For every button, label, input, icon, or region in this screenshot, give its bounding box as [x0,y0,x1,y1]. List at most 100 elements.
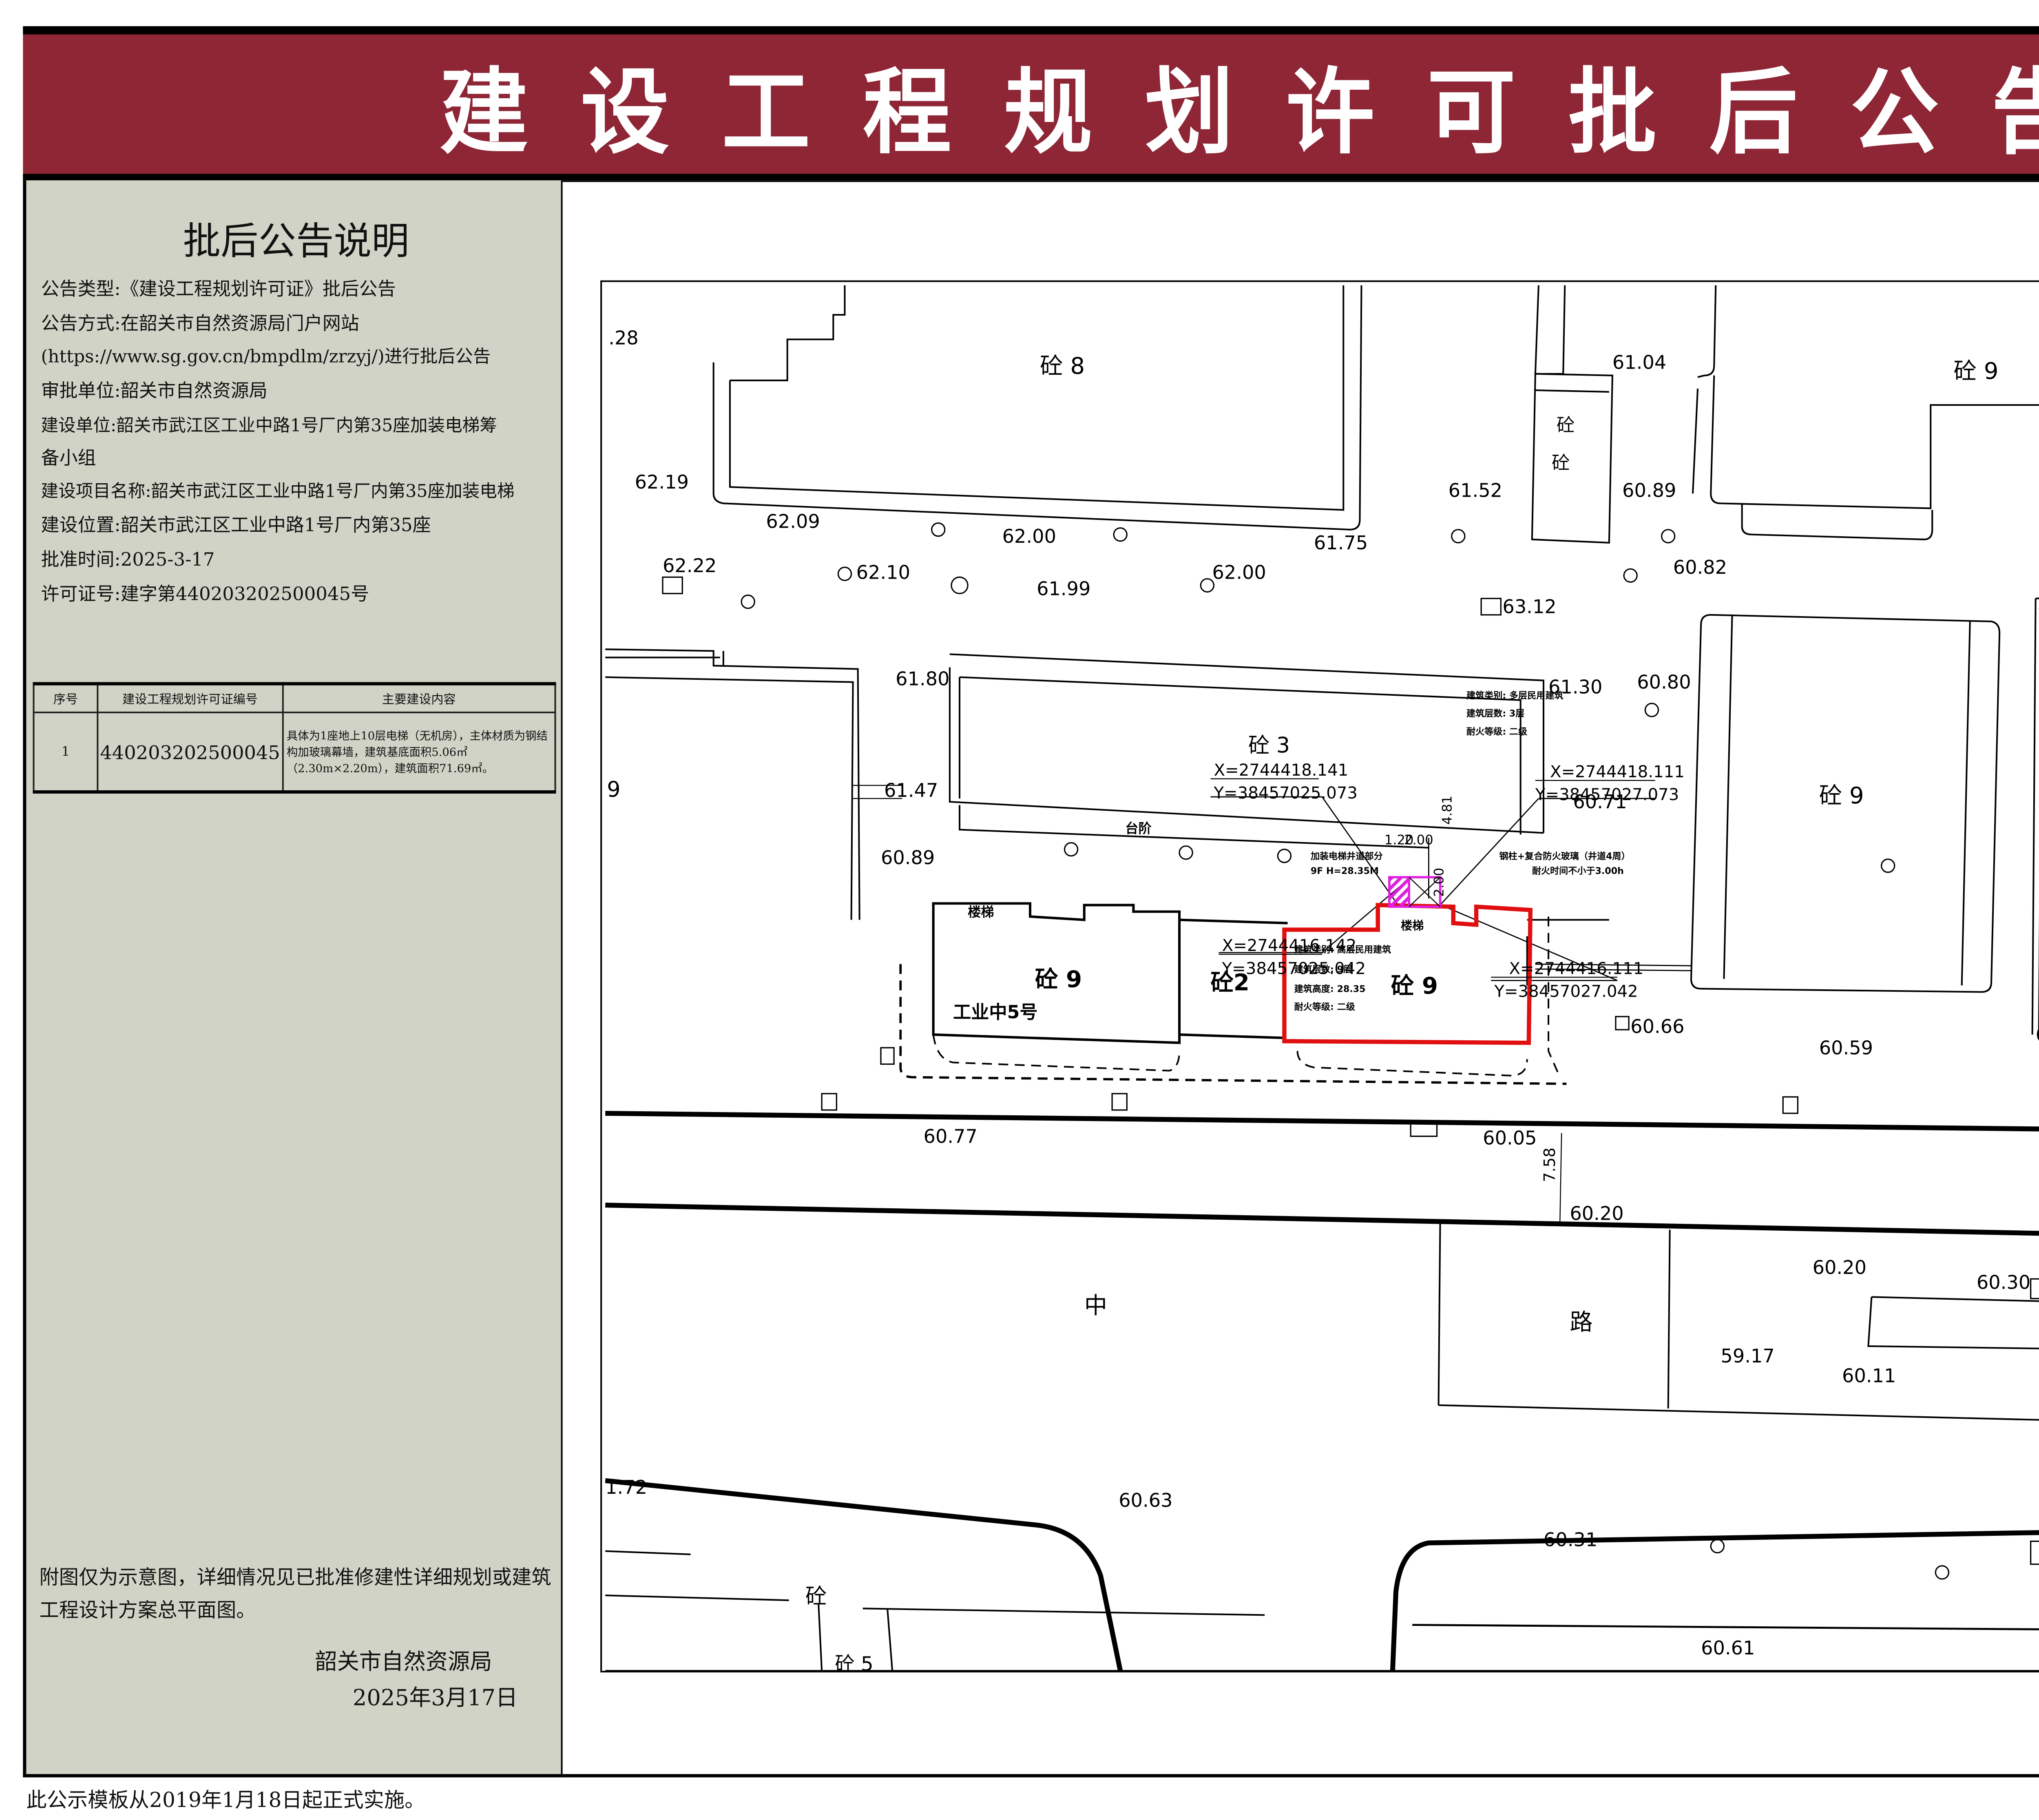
svg-text:Y=38457027.042: Y=38457027.042 [1494,982,1638,1001]
svg-text:建筑高度: 28.35: 建筑高度: 28.35 [1294,984,1366,995]
svg-text:砼 9: 砼 9 [1819,783,1864,809]
svg-text:61.04: 61.04 [1612,352,1666,374]
svg-text:砼: 砼 [1552,453,1570,473]
announcement-url: (https://www.sg.gov.cn/bmpdlm/zrzyj/)进行批… [41,346,491,367]
svg-text:61.99: 61.99 [1037,578,1090,600]
svg-text:Y=38457025.042: Y=38457025.042 [1222,959,1366,978]
site-plan-drawing: 砼 8 砼 9 砼 3 砼 9 砼 9 砼2 砼 9 工业中5号 砼 砼 5 9… [600,280,2039,1673]
svg-text:9F H=28.35M: 9F H=28.35M [1311,866,1379,876]
footer-note: 此公示模板从2019年1月18日起正式实施。 [26,1787,425,1812]
svg-text:61.80: 61.80 [896,668,949,690]
svg-text:60.30: 60.30 [1977,1271,2030,1293]
svg-text:砼: 砼 [805,1584,827,1609]
svg-text:1.72: 1.72 [605,1476,647,1498]
elevator-land-area [1388,876,1410,908]
svg-text:62.00: 62.00 [1212,561,1266,583]
signature-date: 2025年3月17日 [352,1685,518,1712]
svg-text:60.11: 60.11 [1842,1364,1896,1387]
svg-text:60.20: 60.20 [1570,1202,1623,1224]
svg-text:60.80: 60.80 [1637,671,1691,693]
svg-text:60.63: 60.63 [1119,1489,1172,1511]
title-bar: 建设工程规划许可批后公告 [23,26,2039,181]
svg-text:60.59: 60.59 [1819,1037,1873,1059]
announcement-method: 公告方式:在韶关市自然资源局门户网站 [41,313,359,335]
announcement-type: 公告类型:《建设工程规划许可证》批后公告 [41,279,396,300]
svg-text:2.00: 2.00 [1431,868,1447,897]
cell-content: 具体为1座地上10层电梯（无机房），主体材质为钢结构加玻璃幕墙，建筑基底面积5.… [281,712,556,793]
permit-table: 序号 建设工程规划许可证编号 主要建设内容 1 440203202500045 … [33,682,556,794]
svg-text:60.71: 60.71 [1573,791,1627,813]
svg-text:建筑类别: 高层民用建筑: 建筑类别: 高层民用建筑 [1294,944,1391,955]
svg-text:60.20: 60.20 [1813,1256,1867,1278]
svg-text:路: 路 [1570,1309,1592,1336]
svg-text:63.12: 63.12 [1502,596,1556,618]
svg-text:加装电梯井道部分: 加装电梯井道部分 [1310,851,1383,862]
svg-text:砼 9: 砼 9 [1035,966,1082,993]
svg-text:.28: .28 [608,327,639,349]
svg-text:耐火等级: 二级: 耐火等级: 二级 [1294,1002,1356,1013]
svg-text:60.89: 60.89 [881,847,935,869]
svg-text:60.66: 60.66 [1630,1015,1684,1037]
svg-text:建筑类别: 多层民用建筑: 建筑类别: 多层民用建筑 [1466,690,1564,701]
construction-unit-cont: 备小组 [41,447,96,469]
approval-date: 批准时间:2025-3-17 [41,549,215,571]
signature-org: 韶关市自然资源局 [315,1649,492,1676]
svg-text:60.89: 60.89 [1622,479,1676,501]
svg-text:X=2744418.141: X=2744418.141 [1214,761,1349,780]
svg-text:60.61: 60.61 [1701,1637,1755,1659]
table-row: 1 440203202500045 具体为1座地上10层电梯（无机房），主体材质… [33,712,556,793]
svg-text:62.10: 62.10 [856,561,910,583]
svg-text:60.77: 60.77 [924,1125,977,1147]
svg-text:1.20: 1.20 [1384,832,1414,848]
table-header-row: 序号 建设工程规划许可证编号 主要建设内容 [33,683,556,713]
svg-text:62.22: 62.22 [663,555,717,577]
svg-text:耐火等级: 二级: 耐火等级: 二级 [1466,726,1528,737]
svg-text:Y=38457025.073: Y=38457025.073 [1214,784,1358,803]
svg-text:61.75: 61.75 [1314,532,1368,554]
svg-text:61.47: 61.47 [884,779,938,801]
svg-text:Y=38457027.073: Y=38457027.073 [1535,785,1679,804]
svg-text:钢柱+复合防火玻璃（井道4周）: 钢柱+复合防火玻璃（井道4周） [1499,851,1630,862]
elevator-body [1408,876,1442,908]
svg-text:62.19: 62.19 [635,471,689,493]
svg-text:59.17: 59.17 [1721,1345,1774,1367]
approval-unit: 审批单位:韶关市自然资源局 [41,380,268,402]
construction-unit: 建设单位:韶关市武江区工业中路1号厂内第35座加装电梯筹 [41,416,497,436]
svg-text:60.42: 60.42 [2036,1024,2039,1046]
cell-permit-no: 440203202500045 [97,712,283,793]
svg-text:X=2744416.142: X=2744416.142 [1222,936,1357,955]
svg-text:60.31: 60.31 [1544,1529,1597,1551]
project-location: 建设位置:韶关市武江区工业中路1号厂内第35座 [41,515,431,536]
svg-text:砼: 砼 [1557,415,1575,436]
announcement-info-panel: 批后公告说明 公告类型:《建设工程规划许可证》批后公告 公告方式:在韶关市自然资… [23,180,563,1778]
col-header-seq: 序号 [33,683,99,713]
svg-text:工业中5号: 工业中5号 [953,1002,1038,1023]
svg-text:砼 9: 砼 9 [1954,358,1999,385]
svg-text:61.30: 61.30 [1548,676,1602,698]
svg-text:楼梯: 楼梯 [1401,919,1424,933]
host-building-outline [1282,903,1533,1045]
panel-heading: 批后公告说明 [183,221,409,264]
svg-text:9: 9 [607,777,620,802]
svg-text:61.52: 61.52 [1449,479,1502,501]
svg-text:建筑层数: 9层: 建筑层数: 9层 [1294,964,1353,975]
col-header-content: 主要建设内容 [281,683,556,713]
label-building-8: 砼 8 [1040,353,1085,380]
cell-seq: 1 [33,712,99,793]
svg-text:砼2: 砼2 [1210,970,1249,996]
svg-text:62.09: 62.09 [766,511,820,533]
svg-text:砼 3: 砼 3 [1248,733,1290,758]
permit-number: 许可证号:建字第440203202500045号 [41,584,369,605]
svg-text:7.58: 7.58 [1541,1148,1559,1182]
svg-text:楼梯: 楼梯 [968,904,994,920]
svg-text:X=2744418.111: X=2744418.111 [1550,763,1685,781]
site-plan-svg: 砼 8 砼 9 砼 3 砼 9 砼 9 砼2 砼 9 工业中5号 砼 砼 5 9… [605,285,2039,1671]
svg-text:中: 中 [1084,1293,1107,1319]
project-name: 建设项目名称:韶关市武江区工业中路1号厂内第35座加装电梯 [41,482,515,502]
svg-text:2.00: 2.00 [1404,832,1433,848]
svg-text:60.05: 60.05 [1483,1127,1537,1149]
disclaimer-note: 附图仅为示意图，详细情况见已批准修建性详细规划或建筑工程设计方案总平面图。 [39,1566,551,1622]
svg-text:建筑层数: 3层: 建筑层数: 3层 [1466,708,1525,719]
page-title: 建设工程规划许可批后公告 [439,58,2039,167]
col-header-permit-no: 建设工程规划许可证编号 [97,683,283,713]
